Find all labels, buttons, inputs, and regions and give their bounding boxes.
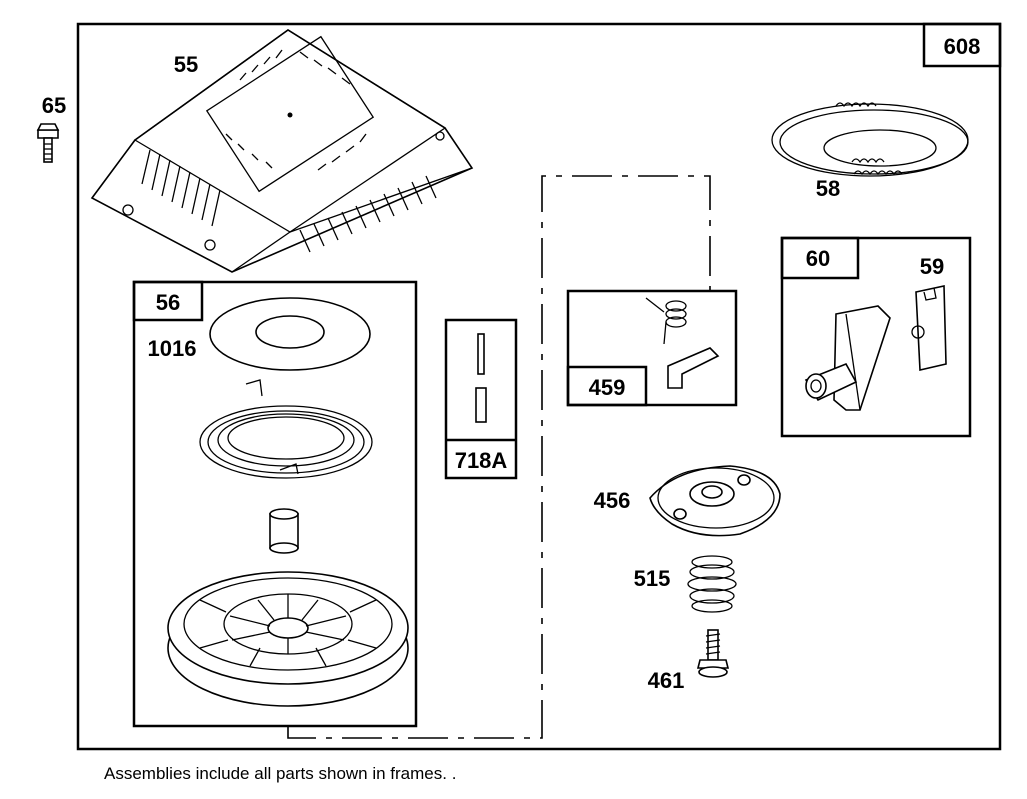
pawl [667,347,720,389]
label-718a: 718A [455,448,508,473]
label-55: 55 [174,52,198,77]
label-box-56 [132,280,204,322]
cover-55 [90,29,474,273]
label-459: 459 [589,375,626,400]
label-box-608 [922,22,1002,68]
footnote: Assemblies include all parts shown in fr… [104,764,457,783]
label-box-60 [780,236,860,280]
parts-diagram: 608 65 [36,22,1002,751]
outer-frame [76,22,1002,751]
frame-56 [132,280,418,728]
pawl-cylinder [269,508,299,554]
rope-58 [771,102,969,177]
insert-59 [911,285,947,371]
label-456: 456 [594,488,631,513]
label-608: 608 [944,34,981,59]
frame-718a [444,318,518,480]
pins-718a [475,333,487,423]
spring-515 [687,555,737,613]
pawl-housing-456 [649,465,781,537]
label-59: 59 [920,254,944,279]
pulley [167,571,409,707]
recoil-spring [199,379,373,479]
bolt-65 [36,123,60,163]
handle-60 [804,305,891,411]
label-65: 65 [42,93,66,118]
label-515: 515 [634,566,671,591]
screw-461 [696,629,730,678]
label-1016: 1016 [148,336,197,361]
label-box-459 [566,365,648,407]
label-58: 58 [816,176,840,201]
label-60: 60 [806,246,830,271]
frame-459 [566,289,738,407]
frame-60 [780,236,972,438]
pawl-spring [645,297,687,345]
washer-1016 [209,297,371,371]
label-461: 461 [648,668,685,693]
assembly-connector-line [287,175,711,739]
label-56: 56 [156,290,180,315]
